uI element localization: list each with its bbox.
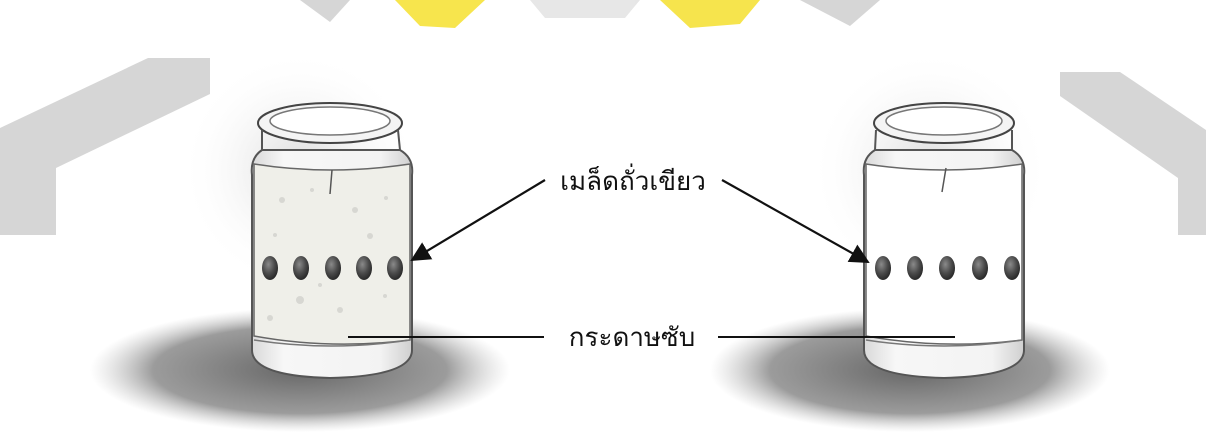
left-jar-paper-seam	[329, 169, 333, 195]
seed	[939, 256, 955, 280]
right-jar-neck	[874, 129, 1013, 151]
left-jar	[90, 50, 510, 432]
seed	[262, 256, 278, 280]
watermark-right-bracket	[1060, 72, 1206, 235]
seed-arrow-left	[410, 179, 546, 262]
left-jar-mouth	[269, 106, 391, 136]
seed	[907, 256, 923, 280]
right-jar-mouth	[885, 106, 1003, 136]
watermark-top-arc-gray-right	[800, 0, 880, 26]
seed	[1004, 256, 1020, 280]
right-jar-paper-seam	[941, 167, 947, 193]
right-jar-seeds	[875, 256, 1020, 280]
right-jar-paper	[865, 163, 1023, 345]
left-jar-neck	[261, 129, 401, 151]
watermark-top-arc-yellow-right	[660, 0, 760, 28]
seed	[875, 256, 891, 280]
watermark	[0, 0, 1206, 235]
right-jar	[710, 50, 1110, 432]
right-jar-bottom-band	[865, 339, 1023, 347]
seed	[293, 256, 309, 280]
paper-label: กระดาษซับ	[569, 323, 695, 353]
left-jar-paper	[253, 163, 411, 345]
seed	[972, 256, 988, 280]
watermark-top-arc-gray	[300, 0, 350, 22]
watermark-top-emblem	[530, 0, 640, 18]
seed-label: เมล็ดถั่วเขียว	[560, 163, 706, 197]
left-jar-paper-texture	[267, 188, 388, 321]
seed-arrow-right	[721, 179, 870, 263]
seed	[356, 256, 372, 280]
seed	[325, 256, 341, 280]
seed	[387, 256, 403, 280]
watermark-top-arc-yellow-left	[395, 0, 485, 28]
watermark-left-bracket	[0, 58, 210, 235]
left-jar-seeds	[262, 256, 403, 280]
left-jar-bottom-band	[253, 339, 411, 347]
